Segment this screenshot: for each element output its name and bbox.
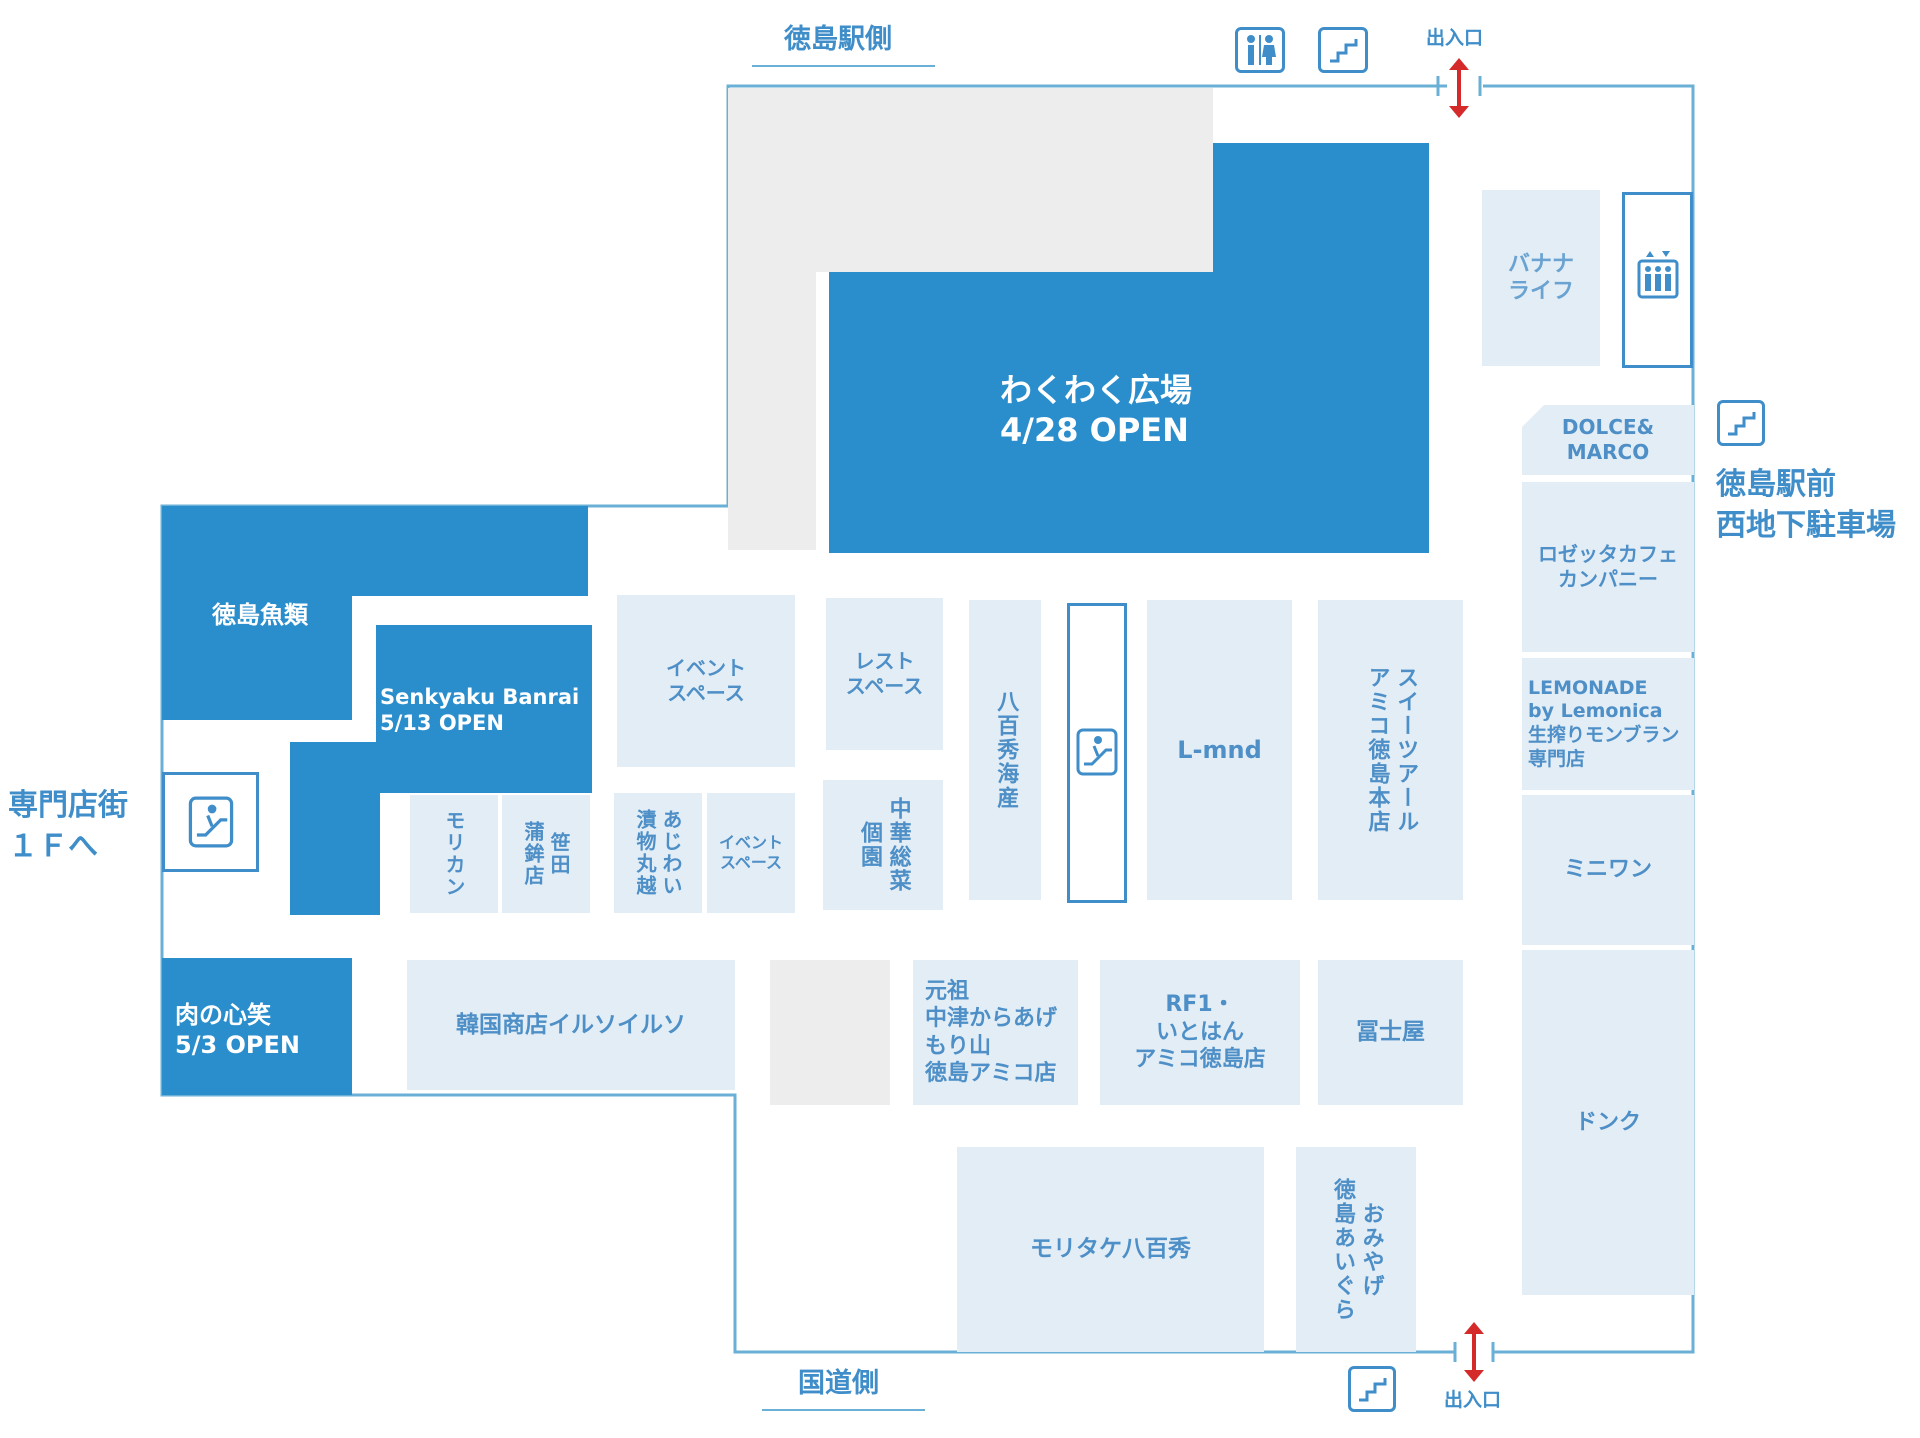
store-moritake-yaohide[interactable]: モリタケ八百秀: [957, 1147, 1264, 1352]
store-fujiya[interactable]: 冨士屋: [1318, 960, 1463, 1105]
store-l-mnd[interactable]: L-mnd: [1147, 600, 1292, 900]
store-niku-no-kokoro[interactable]: 肉の心笑 5/3 OPEN: [175, 1001, 300, 1059]
store-kankoku-shoten[interactable]: 韓国商店イルソイルソ: [407, 960, 735, 1090]
event-space[interactable]: イベント スペース: [617, 595, 795, 767]
restroom-icon[interactable]: [1235, 27, 1285, 73]
elevator-hall: [1622, 192, 1693, 368]
store-label: モリカン: [442, 810, 466, 898]
store-label: 中華総菜 個園: [857, 797, 911, 893]
elevator-icon[interactable]: [1637, 247, 1679, 299]
entrance-label: 出入口: [1426, 27, 1484, 49]
store-chuka-souzai[interactable]: 中華総菜 個園: [823, 780, 943, 910]
store-lemonade[interactable]: LEMONADE by Lemonica 生搾りモンブラン 専門店: [1522, 658, 1694, 790]
entrance-arrow-icon: [1464, 1322, 1484, 1382]
entrance-label: 出入口: [1444, 1389, 1502, 1411]
escalator-icon[interactable]: [186, 796, 236, 848]
store-label: あじわい 漬物丸越: [633, 809, 683, 897]
direction-label-right: 徳島駅前 西地下駐車場: [1716, 467, 1896, 543]
store-tokushima-gyorui[interactable]: 徳島魚類: [212, 601, 308, 629]
store-wakuwaku-hiroba[interactable]: わくわく広場 4/28 OPEN: [1000, 371, 1193, 449]
event-space-small[interactable]: イベント スペース: [707, 793, 795, 913]
stairs-icon[interactable]: [1318, 27, 1368, 73]
reserved-area: [728, 88, 1213, 272]
store-rosetta-cafe[interactable]: ロゼッタカフェ カンパニー: [1522, 482, 1694, 652]
escalator-area: [162, 772, 259, 872]
direction-label-top: 徳島駅側: [784, 24, 892, 55]
store-donq[interactable]: ドンク: [1522, 950, 1694, 1295]
store-label: 八百秀海産: [993, 690, 1019, 810]
store-dolce-marco[interactable]: DOLCE& MARCO: [1522, 405, 1694, 475]
escalator-icon: [1076, 728, 1118, 776]
escalator-shaft: [1067, 603, 1127, 903]
store-sasada[interactable]: 笹田 蒲鉾店: [502, 795, 590, 913]
direction-label-left: 専門店街 １Ｆへ: [8, 788, 128, 864]
reserved-area: [770, 960, 890, 1105]
store-yaohide-kaisan[interactable]: 八百秀海産: [969, 600, 1041, 900]
store-label: 笹田 蒲鉾店: [521, 821, 571, 887]
store-miniwan[interactable]: ミニワン: [1522, 795, 1694, 945]
stairs-icon[interactable]: [1348, 1366, 1396, 1412]
direction-label-bottom: 国道側: [798, 1368, 879, 1399]
rest-space[interactable]: レスト スペース: [826, 598, 943, 750]
store-label: スイーツアール アミコ徳島本店: [1364, 666, 1419, 834]
store-senkyaku-banrai[interactable]: Senkyaku Banrai 5/13 OPEN: [380, 684, 580, 735]
store-label: おみやげ 徳島あいぐら: [1330, 1177, 1384, 1322]
store-nakatsu-karaage[interactable]: 元祖 中津からあげ もり山 徳島アミコ店: [913, 960, 1078, 1105]
entrance-arrow-icon: [1449, 58, 1469, 118]
store-omiyage-aigura[interactable]: おみやげ 徳島あいぐら: [1296, 1147, 1416, 1352]
store-morikan[interactable]: モリカン: [410, 795, 498, 913]
store-ajiwai[interactable]: あじわい 漬物丸越: [614, 793, 702, 913]
store-banana-life[interactable]: バナナ ライフ: [1482, 190, 1600, 366]
reserved-area: [728, 272, 816, 550]
store-sweets-r[interactable]: スイーツアール アミコ徳島本店: [1318, 600, 1463, 900]
store-rf1-itohan[interactable]: RF1・ いとはん アミコ徳島店: [1100, 960, 1300, 1105]
stairs-icon[interactable]: [1717, 400, 1765, 446]
